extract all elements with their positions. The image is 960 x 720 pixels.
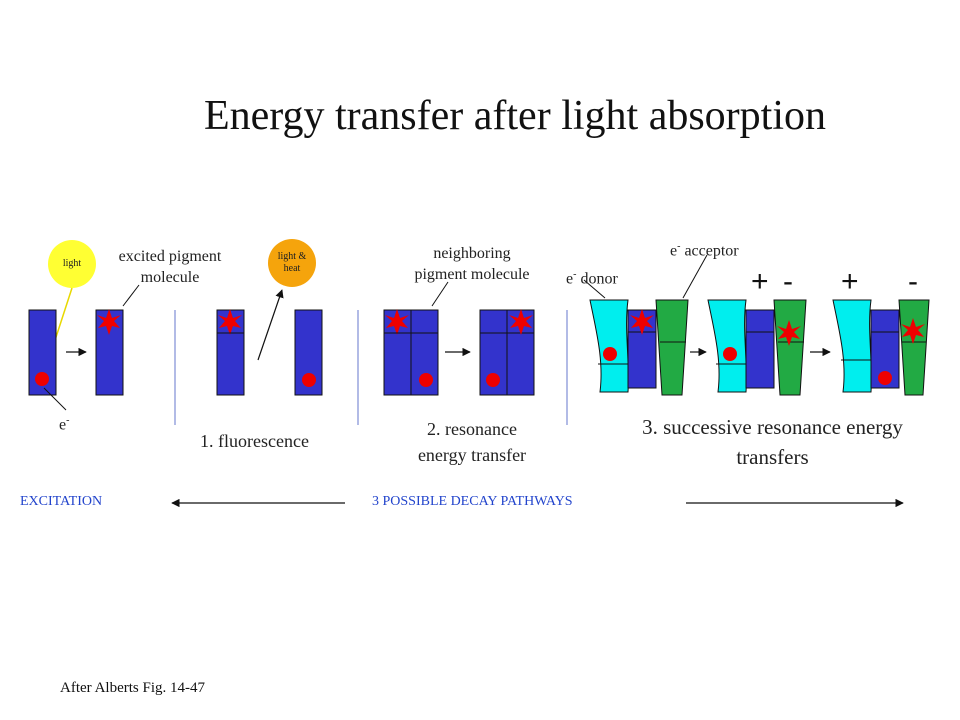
- electron-label: e-: [59, 410, 69, 435]
- neighboring-pigment-label: neighboring pigment molecule: [392, 243, 552, 285]
- donor-e: e: [566, 270, 574, 288]
- donor-label: e- donor: [566, 264, 618, 289]
- acceptor-1: [655, 299, 689, 396]
- acceptor-2: [773, 299, 807, 396]
- electron-sup: -: [66, 415, 70, 426]
- acceptor-2-starburst-icon: [777, 320, 801, 346]
- electron-e: e: [59, 416, 67, 434]
- electron-pointer: [43, 387, 67, 411]
- donor-pointer: [583, 279, 606, 299]
- plus-sign-2: +: [841, 265, 859, 298]
- successive-line-2: transfers: [736, 445, 809, 469]
- res-electron-a: [419, 373, 433, 387]
- fluor-electron-dot: [302, 373, 316, 387]
- acceptor-e: e: [670, 242, 678, 260]
- resonance-line-2: energy transfer: [417, 445, 527, 465]
- acceptor-3: [898, 299, 930, 396]
- light-heat-line-2: heat: [283, 263, 301, 274]
- resonance-label: 2. resonance energy transfer: [382, 416, 562, 468]
- excited-pointer: [122, 284, 140, 307]
- source-credit: After Alberts Fig. 14-47: [60, 680, 205, 696]
- donor-3: [832, 299, 872, 393]
- successive-line-1: 3. successive resonance energy: [642, 415, 903, 439]
- donor-1: [589, 299, 629, 393]
- resonance-line-1: 2. resonance: [427, 419, 517, 439]
- acceptor-word: acceptor: [684, 242, 739, 260]
- minus-sign-1: -: [783, 265, 793, 298]
- excited-starburst-icon: [97, 309, 121, 335]
- light-heat-line-1: light &: [277, 251, 307, 262]
- electron-dot: [35, 372, 49, 386]
- donor-word: donor: [580, 270, 618, 288]
- center-3-electron: [878, 371, 892, 385]
- fluor-starburst-icon: [218, 309, 242, 335]
- neighboring-line-1: neighboring: [433, 245, 511, 262]
- acceptor-3-starburst-icon: [901, 318, 925, 344]
- res-starburst-b-icon: [509, 309, 533, 335]
- res-starburst-a-icon: [385, 309, 409, 335]
- acceptor-sup: -: [677, 241, 681, 252]
- acceptor-pointer: [682, 254, 708, 299]
- light-label: light: [62, 258, 82, 269]
- neighbor-pointer: [431, 281, 449, 307]
- center-1-starburst-icon: [630, 309, 654, 335]
- res-electron-b: [486, 373, 500, 387]
- pathways-caption: 3 POSSIBLE DECAY PATHWAYS: [372, 494, 573, 509]
- light-heat-circle: [268, 239, 316, 287]
- plus-sign-1: +: [751, 265, 769, 298]
- donor-sup: -: [573, 269, 577, 280]
- acceptor-label: e- acceptor: [670, 236, 739, 261]
- neighboring-line-2: pigment molecule: [414, 266, 530, 283]
- donor-2: [707, 299, 747, 393]
- donor-1-electron: [603, 347, 617, 361]
- successive-label: 3. successive resonance energy transfers: [600, 412, 945, 472]
- excited-line-1: excited pigment: [118, 248, 222, 265]
- fluor-emission-arrow: [257, 289, 284, 361]
- fluorescence-label: 1. fluorescence: [200, 431, 309, 451]
- excitation-caption: EXCITATION: [20, 494, 103, 509]
- donor-2-electron: [723, 347, 737, 361]
- light-circle: [48, 240, 96, 288]
- excited-pigment-label: excited pigment molecule: [100, 246, 240, 288]
- center-2: [745, 309, 775, 389]
- excited-line-2: molecule: [140, 269, 200, 286]
- light-heat-label: light & heat: [270, 251, 314, 275]
- minus-sign-2: -: [908, 265, 918, 298]
- page-title: Energy transfer after light absorption: [203, 93, 827, 139]
